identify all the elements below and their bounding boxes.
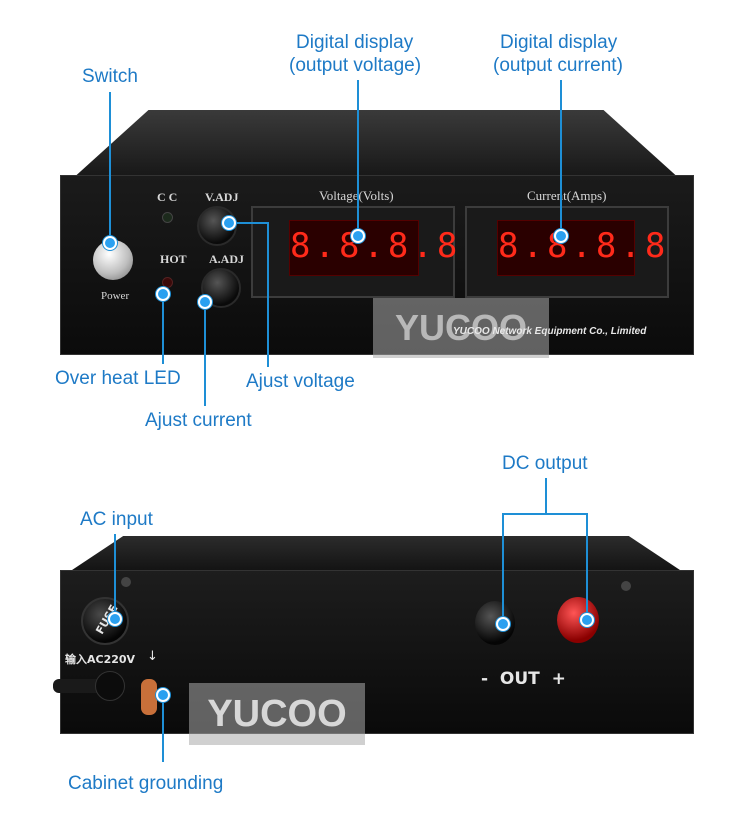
voltage-display-frame: 8.8.8.8: [251, 206, 457, 298]
hot-label: HOT: [160, 252, 187, 266]
callout-dot-dc-negative: [496, 617, 510, 631]
callout-line-ajust-voltage-v: [267, 222, 269, 367]
callout-display-current-line1: Digital display: [500, 32, 618, 53]
back-panel: FUSE 输入AC220V ↓ YUCOO - OUT +: [53, 570, 694, 745]
overheat-led: [162, 277, 173, 288]
grounding-terminal[interactable]: [141, 679, 157, 715]
cc-led: [162, 212, 173, 223]
callout-line-ajust-current: [204, 303, 206, 406]
current-display: 8.8.8.8: [497, 220, 665, 276]
cc-label: C C: [157, 190, 178, 204]
power-cord-plug: [95, 671, 125, 701]
callout-dot-display-voltage: [351, 229, 365, 243]
callout-dot-ac-input: [108, 612, 122, 626]
out-label: - OUT +: [481, 669, 566, 689]
fuse-holder[interactable]: FUSE: [81, 597, 129, 645]
front-watermark-text: YUCOO: [394, 307, 527, 348]
voltage-display: 8.8.8.8: [289, 220, 457, 276]
callout-line-dc-left: [502, 513, 504, 623]
callout-line-switch: [109, 92, 111, 248]
callout-display-current-line2: (output current): [493, 55, 623, 76]
callout-dot-display-current: [554, 229, 568, 243]
callout-line-ac-input: [114, 534, 116, 618]
callout-dot-ajust-current: [198, 295, 212, 309]
callout-dot-grounding: [156, 688, 170, 702]
aadj-label: A.ADJ: [209, 252, 244, 266]
callout-ac-input: AC input: [80, 509, 153, 530]
vadj-label: V.ADJ: [205, 190, 239, 204]
callout-dot-ajust-voltage: [222, 216, 236, 230]
company-name: YUCOO Network Equipment Co., Limited: [453, 326, 647, 337]
ac-input-label: 输入AC220V: [65, 653, 136, 666]
current-display-frame: 8.8.8.8: [465, 206, 669, 298]
callout-dot-switch: [103, 236, 117, 250]
current-title: Current(Amps): [527, 188, 607, 203]
power-label: Power: [101, 290, 130, 302]
callout-line-display-current: [560, 80, 562, 235]
callout-dot-overheat: [156, 287, 170, 301]
callout-line-dc-bar: [502, 513, 588, 515]
back-watermark: YUCOO: [189, 683, 365, 745]
front-panel: Power C C HOT V.ADJ A.ADJ Voltage(Volts)…: [60, 175, 694, 358]
callout-display-voltage-line2: (output voltage): [289, 55, 422, 76]
ground-arrow: ↓: [147, 649, 158, 664]
front-watermark: YUCOO: [373, 298, 549, 358]
callout-ajust-current: Ajust current: [145, 410, 252, 431]
callout-line-ajust-voltage-h: [228, 222, 268, 224]
screw: [121, 577, 131, 587]
callout-ajust-voltage: Ajust voltage: [246, 371, 355, 392]
callout-line-overheat: [162, 291, 164, 364]
callout-grounding: Cabinet grounding: [68, 773, 224, 794]
callout-line-dc-stem: [545, 478, 547, 514]
back-watermark-text: YUCOO: [207, 693, 347, 735]
voltage-title: Voltage(Volts): [319, 188, 394, 204]
callout-dc-output: DC output: [502, 453, 588, 474]
callout-display-voltage-line1: Digital display: [296, 32, 414, 53]
callout-overheat: Over heat LED: [55, 368, 181, 389]
screw: [621, 581, 631, 591]
callout-switch: Switch: [82, 66, 138, 87]
callout-line-dc-right: [586, 513, 588, 623]
callout-line-display-voltage: [357, 80, 359, 235]
callout-line-grounding: [162, 694, 164, 762]
callout-dot-dc-positive: [580, 613, 594, 627]
